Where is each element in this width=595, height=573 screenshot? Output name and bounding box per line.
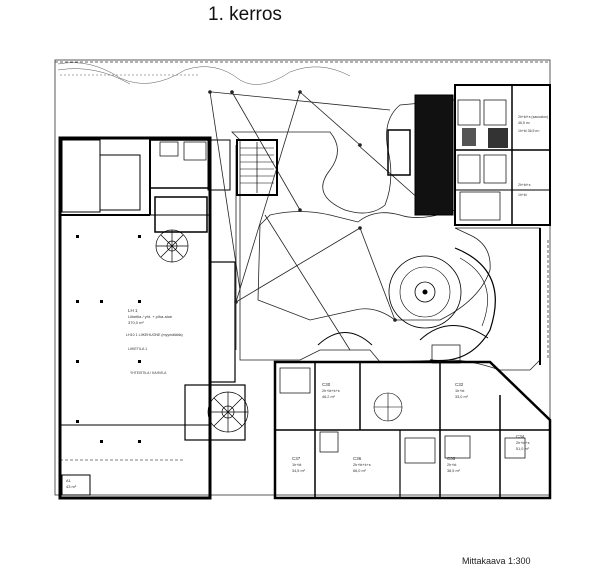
label-a1-area: 43 m² (66, 484, 77, 489)
label-ne-line5: 1h+kt (518, 193, 527, 197)
spiral-stair-lower (207, 391, 249, 433)
label-c35-name: C35 (447, 456, 456, 461)
label-a1-name: A1 (66, 478, 72, 483)
north-east-block (387, 84, 551, 226)
label-c32-type: 1h+kt (455, 389, 465, 393)
spiral-stair-south (373, 392, 403, 422)
label-lh1-area: 370,0 m² (128, 320, 144, 325)
label-c37-area: 34,5 m² (292, 469, 306, 473)
label-lh1-line4: YHTEISTILA / KAHVILA (130, 371, 167, 375)
courtyard-hatch (57, 62, 351, 85)
round-atrium (388, 247, 496, 362)
label-ne-line1: 2h+kt+s (saunaton) (518, 115, 548, 119)
spiral-stair-upper (155, 229, 189, 263)
drawing-title: 1. kerros (208, 4, 282, 25)
label-c35-area: 38,5 m² (447, 469, 461, 473)
label-lh1-line1: Liiketila / yht. + piha-alue (128, 314, 173, 319)
south-apartments (273, 325, 552, 500)
label-c30-type: 2h+kt+k+s (322, 389, 340, 393)
label-c36-area: 66,0 m² (353, 469, 367, 473)
label-c34-name: C34 (516, 434, 525, 439)
label-c37-type: 1h+kt (292, 463, 302, 467)
room-labels: LH 1 Liiketila / yht. + piha-alue 370,0 … (66, 115, 548, 489)
label-ne-line3: 1h+kt 36,5 m² (518, 129, 540, 133)
label-c35-type: 2h+kt (447, 463, 457, 467)
label-c34-type: 2h+kt+s (516, 441, 530, 445)
label-c34-area: 51,0 m² (516, 447, 530, 451)
service-rooms (149, 139, 246, 441)
scale-label: Mittakaava 1:300 (462, 556, 531, 566)
label-lh1-line3: LIIKETILA 1 (128, 347, 147, 351)
site-boundary (54, 59, 551, 496)
label-ne-line2: 46,5 m² (518, 121, 531, 125)
label-ne-line4: 2h+kt+s (518, 183, 531, 187)
label-c36-type: 2h+kt+k+s (353, 463, 371, 467)
label-lh1-name: LH 1 (128, 308, 138, 313)
label-c30-name: C30 (322, 382, 331, 387)
node-markers (208, 90, 397, 322)
label-c37-name: C37 (292, 456, 301, 461)
east-edge (539, 228, 549, 365)
label-lh1-line2: LH10 1 LIIKEHUONE (myymälätila) (126, 333, 183, 337)
label-c36-name: C36 (353, 456, 362, 461)
structural-columns (76, 235, 141, 443)
stair-core-upper (236, 139, 278, 196)
label-c32-area: 33,0 m² (455, 395, 469, 399)
label-c32-name: C32 (455, 382, 464, 387)
label-c30-area: 46,2 m² (322, 395, 336, 399)
